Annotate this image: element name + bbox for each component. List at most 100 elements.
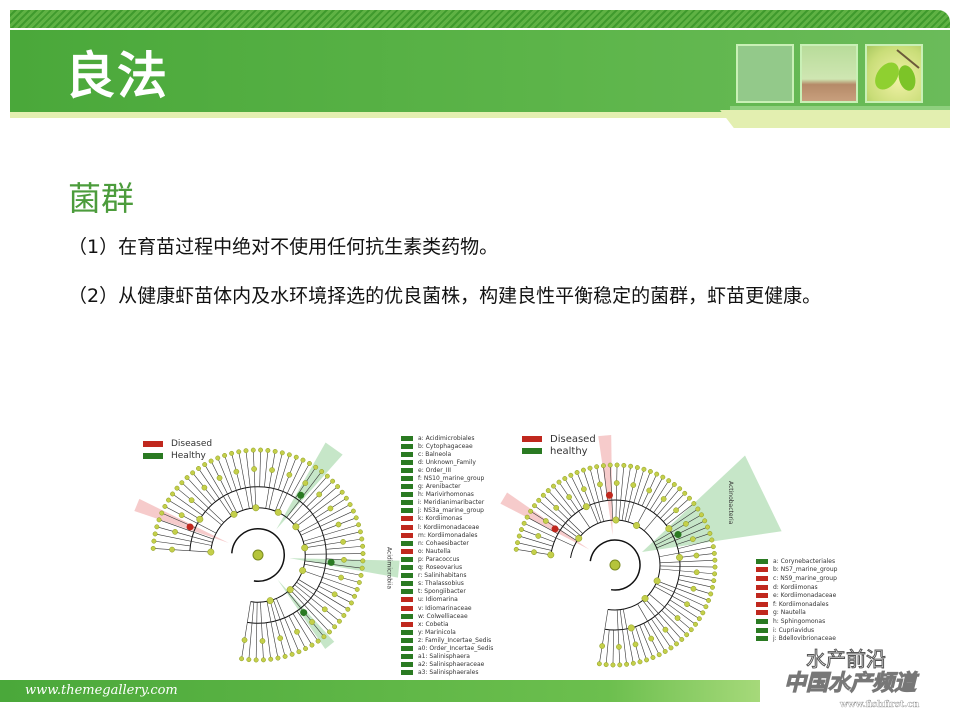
clade-branch: [615, 465, 618, 521]
clade-branch: [642, 600, 677, 645]
taxon-swatch: [401, 605, 413, 611]
leaf-node: [315, 638, 321, 644]
clade-branch: [204, 464, 235, 515]
clade-branch: [616, 609, 621, 665]
branch-node: [689, 536, 696, 542]
clade-branch: [176, 487, 222, 526]
leaf-node: [668, 645, 674, 651]
leaf-node: [215, 455, 221, 461]
leaf-node: [156, 517, 162, 523]
taxon-label: c: Balneola: [418, 450, 452, 458]
footer-bar: [0, 680, 760, 702]
leaf-node: [671, 482, 677, 487]
clade-branch: [659, 565, 715, 568]
clade-branch: [296, 581, 345, 616]
clade-branch: [288, 475, 328, 520]
leaf-node: [350, 508, 356, 514]
taxon-swatch: [401, 662, 413, 668]
clade-ring: [189, 486, 327, 624]
taxon-swatch: [401, 476, 413, 482]
leaf-node: [250, 447, 256, 453]
clade-branch: [325, 545, 363, 550]
root-node: [609, 559, 621, 571]
branch-node: [316, 491, 323, 498]
taxon-legend-item: j: NS3a_marine_group: [401, 507, 493, 515]
taxon-label: f: Kordiimonadales: [773, 600, 829, 608]
branch-node: [188, 497, 195, 504]
clade-branch: [164, 506, 217, 534]
clade-branch: [660, 493, 685, 519]
leaf-node: [321, 634, 327, 640]
taxon-label: s: Thalassobius: [418, 580, 464, 588]
leaf-node: [707, 530, 713, 536]
leaf-node: [352, 593, 357, 599]
taxon-legend-item: v: Idiomarinaceae: [401, 604, 493, 612]
taxon-label: i: Cupriavidus: [773, 626, 815, 634]
leaf-node: [628, 463, 634, 469]
clade-branch: [304, 538, 362, 549]
taxon-legend-item: a2: Salinisphaeraceae: [401, 661, 493, 669]
leaf-node: [341, 612, 347, 618]
clade-branch: [299, 504, 351, 533]
branch-node: [331, 591, 338, 598]
leaf-node: [540, 492, 546, 498]
taxon-label: j: Bdellovibrionaceae: [773, 635, 836, 643]
branch-node: [196, 515, 204, 523]
taxon-swatch: [756, 567, 768, 573]
right-cladogram: Actinobacteria: [500, 435, 782, 668]
branch-node: [693, 569, 700, 576]
clade-highlight: [276, 442, 343, 530]
taxon-legend-item: d: Unknown_Family: [401, 458, 493, 466]
branch-node: [632, 641, 639, 648]
taxon-swatch: [756, 601, 768, 607]
leaf-node: [693, 621, 698, 627]
branch-node: [535, 533, 542, 539]
taxon-swatch: [401, 581, 413, 587]
leaf-node: [296, 649, 302, 655]
clade-branch: [289, 589, 330, 633]
clade-branch: [599, 609, 609, 664]
clade-branch: [621, 466, 631, 521]
leaf-node: [521, 520, 527, 526]
leaf-node: [359, 536, 365, 542]
left-figure-legend: Diseased Healthy: [143, 438, 212, 462]
leaf-node: [621, 462, 627, 468]
branch-node: [233, 468, 240, 475]
legend-item-diseased: Diseased: [522, 433, 596, 445]
clade-branch: [302, 570, 358, 590]
branch-node: [581, 486, 587, 492]
leaf-node: [360, 551, 366, 557]
leaf-node: [154, 524, 160, 530]
taxon-label: c: NS9_marine_group: [773, 574, 837, 582]
leaf-node: [712, 571, 718, 577]
clade-branch: [255, 602, 258, 660]
taxon-legend-item: a: Corynebacteriales: [756, 557, 837, 566]
clade-branch: [264, 450, 269, 488]
taxon-legend-item: t: Spongiibacter: [401, 588, 493, 596]
header-stripe: [10, 10, 950, 28]
leaf-node: [712, 564, 718, 570]
taxon-swatch: [401, 443, 413, 449]
taxon-label: h: Sphingomonas: [773, 617, 826, 625]
clade-branch: [653, 514, 702, 543]
clade-branch: [245, 450, 253, 509]
taxon-label: g: Arenibacter: [418, 483, 461, 491]
clade-branch: [618, 465, 625, 521]
clade-branch: [294, 584, 340, 622]
clade-highlight: [289, 558, 400, 578]
watermark-line1: 水产前沿: [806, 647, 887, 671]
leaf-node: [536, 497, 542, 503]
clade-branch: [248, 602, 255, 660]
clade-branch: [186, 477, 213, 505]
branch-node: [299, 567, 307, 574]
taxon-legend-item: s: Thalassobius: [401, 580, 493, 588]
leaf-node: [357, 529, 363, 535]
clade-branch: [635, 626, 647, 660]
leaf-node: [170, 491, 176, 497]
leaf-node: [179, 480, 185, 486]
branch-node: [277, 635, 284, 642]
branch-node: [341, 556, 347, 563]
leaf-node: [637, 659, 643, 665]
leaf-node: [268, 656, 274, 662]
leaf-node: [650, 655, 656, 660]
